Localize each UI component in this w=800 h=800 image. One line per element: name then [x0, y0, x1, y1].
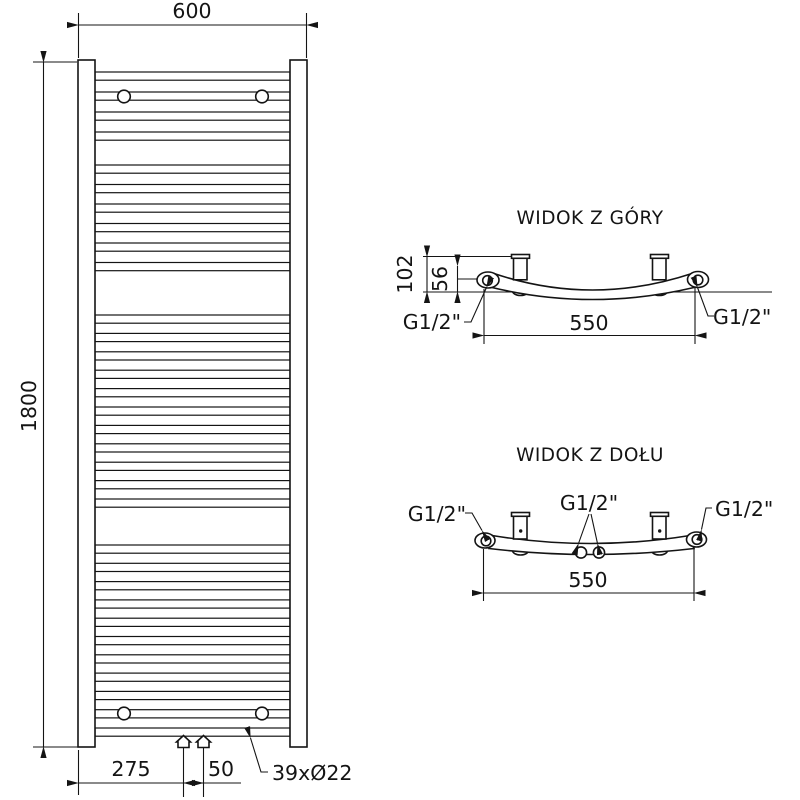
radiator-tube: [94, 672, 291, 682]
radiator-tube: [94, 544, 291, 554]
radiator-tube: [94, 727, 291, 737]
right-collector: [289, 59, 308, 748]
connector-top-right: [686, 270, 710, 289]
dim-height: 1800: [17, 51, 95, 758]
radiator-tube: [94, 406, 291, 416]
radiator-tube: [94, 183, 291, 194]
leader-thread-center-a: [571, 513, 590, 556]
thread-bottom-left-label: G1/2": [408, 502, 466, 526]
radiator-tube: [94, 599, 291, 609]
connector-bottom-left: [474, 532, 496, 549]
radiator-tube: [94, 131, 291, 141]
radiator-tube: [94, 498, 291, 508]
dim-width-label: 600: [172, 0, 211, 23]
radiator-tube: [94, 424, 291, 435]
dim-bottom-connections: 275 50: [67, 748, 241, 797]
radiator-tube: [94, 314, 291, 324]
radiator-tube: [94, 261, 291, 272]
dim-width: 600: [67, 0, 318, 58]
radiator-tube: [94, 443, 291, 453]
thread-top-right-label: G1/2": [713, 305, 771, 329]
leader-thread-center-b: [590, 513, 604, 556]
leader-thread-bottom-right: [696, 507, 712, 542]
left-collector: [77, 59, 96, 748]
dim-span-bottom-label: 550: [568, 568, 607, 592]
mount-hole-bottom-left: [116, 706, 132, 721]
radiator-tube: [94, 690, 291, 701]
radiator-tube: [94, 111, 291, 121]
wall-bracket-right: [649, 253, 670, 281]
front-view: 600 1800 275 50 39xØ22: [17, 0, 352, 797]
dim-depth-label: 102: [393, 254, 417, 293]
wall-bracket-bottom-right: [649, 511, 670, 540]
dim-depth: 102 56: [393, 245, 477, 303]
mount-hole-top-left: [116, 89, 132, 104]
dim-pipe-spacing-label: 50: [208, 757, 234, 781]
thread-top-left-label: G1/2": [403, 310, 461, 334]
thread-center-label: G1/2": [560, 491, 618, 515]
radiator-tube: [94, 369, 291, 380]
radiator-tube: [94, 580, 291, 591]
dim-pipe-offset-label: 275: [111, 757, 150, 781]
mount-hole-top-right: [254, 89, 270, 104]
radiator-tube: [94, 562, 291, 573]
radiator-tube: [94, 222, 291, 233]
radiator-tube: [94, 635, 291, 646]
radiator-tube: [94, 71, 291, 81]
radiator-tube: [94, 388, 291, 398]
wall-bracket-left: [510, 253, 531, 281]
center-connection-left: [574, 546, 588, 559]
dim-span-top: 550: [472, 288, 707, 344]
leader-thread-top-right: [690, 275, 714, 317]
connector-bottom-right: [685, 531, 708, 548]
dim-height-label: 1800: [17, 380, 41, 432]
top-view: WIDOK Z GÓRY 102 56: [393, 207, 772, 344]
radiator-tube: [94, 203, 291, 213]
leader-thread-bottom-left: [465, 512, 491, 543]
radiator-tubes: [94, 71, 291, 737]
thread-bottom-right-label: G1/2": [715, 497, 773, 521]
dim-span-bottom: 550: [472, 547, 706, 601]
tube-spec-label: 39xØ22: [272, 761, 352, 785]
dim-span-top-label: 550: [569, 311, 608, 335]
top-view-title: WIDOK Z GÓRY: [517, 207, 664, 229]
connector-top-left: [476, 271, 500, 289]
radiator-tube: [94, 351, 291, 361]
radiator-tube: [94, 461, 291, 472]
bottom-nipple-left: [174, 734, 193, 749]
radiator-tube: [94, 332, 291, 343]
bottom-view-title: WIDOK Z DOŁU: [516, 445, 664, 466]
mount-hole-bottom-right: [254, 706, 270, 721]
radiator-tube: [94, 617, 291, 628]
leader-thread-top-left: [464, 275, 495, 323]
radiator-tube: [94, 242, 291, 252]
radiator-tube: [94, 480, 291, 490]
center-connection-right: [592, 546, 606, 559]
bottom-view: WIDOK Z DOŁU G1: [408, 445, 773, 601]
radiator-tube: [94, 654, 291, 664]
tube-spec-callout: 39xØ22: [244, 726, 352, 785]
dim-axis-depth-label: 56: [428, 266, 452, 292]
bottom-nipple-right: [194, 734, 213, 749]
radiator-tube: [94, 164, 291, 174]
wall-bracket-bottom-left: [510, 511, 531, 540]
